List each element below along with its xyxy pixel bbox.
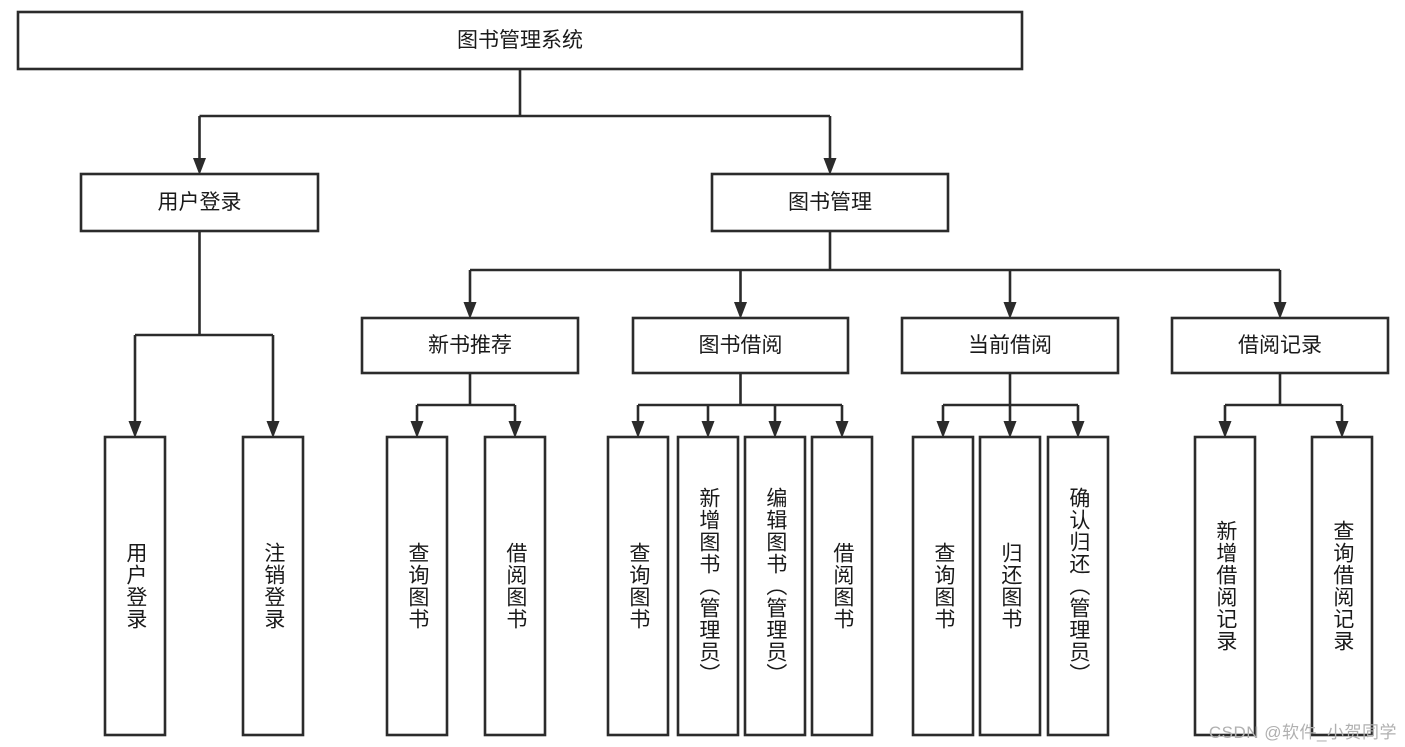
- arrow-head-icon: [823, 158, 837, 175]
- node-leaf-3[interactable]: [483, 435, 547, 737]
- arrow-head-icon: [266, 421, 280, 438]
- node-level3-2[interactable]: [900, 316, 1120, 375]
- node-label: 图书管理: [788, 191, 872, 214]
- arrow-head-icon: [410, 421, 424, 438]
- arrow-head-icon: [701, 421, 715, 438]
- arrow-head-icon: [1071, 421, 1085, 438]
- node-leaf-9[interactable]: [978, 435, 1042, 737]
- node-level2-0[interactable]: [79, 172, 320, 233]
- node-label: 图书管理系统: [457, 29, 583, 52]
- watermark-text: CSDN @软件_小贺同学: [1208, 723, 1397, 742]
- node-leaf-4[interactable]: [606, 435, 670, 737]
- arrow-head-icon: [1003, 421, 1017, 438]
- arrow-head-icon: [508, 421, 522, 438]
- arrow-head-icon: [631, 421, 645, 438]
- node-leaf-12[interactable]: [1310, 435, 1374, 737]
- arrow-head-icon: [1003, 302, 1017, 319]
- node-leaf-10[interactable]: [1046, 435, 1110, 737]
- node-label: 新书推荐: [428, 334, 512, 357]
- node-leaf-1[interactable]: [241, 435, 305, 737]
- node-leaf-7[interactable]: [810, 435, 874, 737]
- node-leaf-11[interactable]: [1193, 435, 1257, 737]
- node-leaf-5[interactable]: [676, 435, 740, 737]
- arrow-head-icon: [193, 158, 206, 175]
- node-label: 当前借阅: [968, 334, 1052, 357]
- node-label: 借阅记录: [1238, 334, 1322, 357]
- box-layer: [16, 10, 1390, 737]
- arrow-head-icon: [1335, 421, 1349, 438]
- node-root-图书管理系统[interactable]: [16, 10, 1024, 71]
- node-level2-1[interactable]: [710, 172, 950, 233]
- arrow-head-icon: [463, 302, 477, 319]
- arrow-head-icon: [835, 421, 849, 438]
- node-leaf-0[interactable]: [103, 435, 167, 737]
- node-level3-1[interactable]: [631, 316, 850, 375]
- arrow-head-icon: [1218, 421, 1232, 438]
- arrow-head-icon: [768, 421, 782, 438]
- node-leaf-8[interactable]: [911, 435, 975, 737]
- node-level3-3[interactable]: [1170, 316, 1390, 375]
- arrow-head-icon: [936, 421, 950, 438]
- arrow-head-icon: [128, 421, 142, 438]
- node-leaf-6[interactable]: [743, 435, 807, 737]
- node-leaf-2[interactable]: [385, 435, 449, 737]
- node-label: 用户登录: [158, 191, 242, 214]
- node-level3-0[interactable]: [360, 316, 580, 375]
- arrow-head-icon: [1273, 302, 1287, 319]
- arrow-head-icon: [734, 302, 747, 319]
- node-label: 图书借阅: [699, 334, 783, 357]
- edge-layer: [128, 69, 1349, 438]
